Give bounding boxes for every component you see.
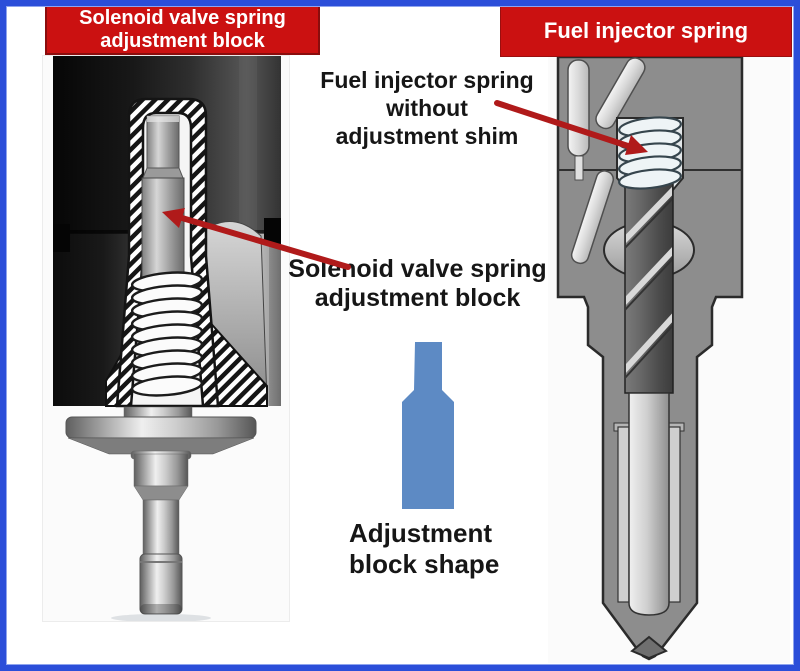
injector-photo — [548, 57, 790, 663]
lever-rod-vertical — [567, 59, 590, 157]
callout-line: adjustment shim — [335, 123, 519, 149]
solenoid-cutaway-illustration — [53, 56, 281, 621]
callout-line: Solenoid valve spring — [288, 255, 547, 283]
fuel-injector-spring — [618, 116, 682, 190]
adjustment-block-shape — [402, 342, 454, 509]
callout-line: adjustment block — [314, 284, 521, 312]
armature-flange — [65, 406, 257, 455]
banner-left-line1: Solenoid valve spring — [79, 7, 286, 29]
nozzle-bore-right — [668, 426, 681, 603]
callout-adjustment-shape: Adjustment block shape — [349, 518, 549, 580]
lever-rod-lower — [570, 170, 615, 265]
adjustment-block-silhouette — [402, 342, 454, 509]
callout-line: without — [386, 95, 468, 121]
banner-right-label: Fuel injector spring — [543, 18, 749, 43]
rod-spiral-grooves — [626, 186, 672, 379]
body-tab-left — [53, 224, 70, 252]
nozzle-bore-left — [617, 426, 630, 603]
pin-shadow — [111, 614, 211, 621]
injector-cross-section-illustration — [556, 57, 744, 661]
callout-solenoid-block: Solenoid valve spring adjustment block — [285, 255, 550, 313]
adjustment-block-flare — [142, 167, 184, 179]
adjustment-block-neck-top — [147, 116, 179, 122]
cutaway-hatch-dome — [115, 97, 220, 408]
nozzle-tip — [630, 635, 668, 660]
adjustment-block-neck — [146, 115, 180, 169]
banner-left-line2: adjustment block — [100, 30, 265, 52]
solenoid-valve-spring — [130, 271, 204, 397]
solenoid-photo — [42, 55, 290, 622]
title-banner-injector: Fuel injector spring — [500, 5, 792, 57]
callout-line: block shape — [349, 549, 500, 579]
body-highlight — [239, 56, 257, 233]
callout-line: Adjustment — [349, 518, 492, 548]
lever-pin — [574, 155, 584, 181]
valve-pin — [130, 450, 192, 615]
adjustment-block-rod — [141, 177, 185, 279]
title-banner-solenoid: Solenoid valve spring adjustment block — [45, 5, 320, 55]
callout-fuel-injector-spring: Fuel injector spring without adjustment … — [302, 66, 552, 150]
callout-line: Fuel injector spring — [320, 67, 534, 93]
injector-needle — [628, 392, 670, 616]
body-tab-right — [264, 218, 281, 244]
